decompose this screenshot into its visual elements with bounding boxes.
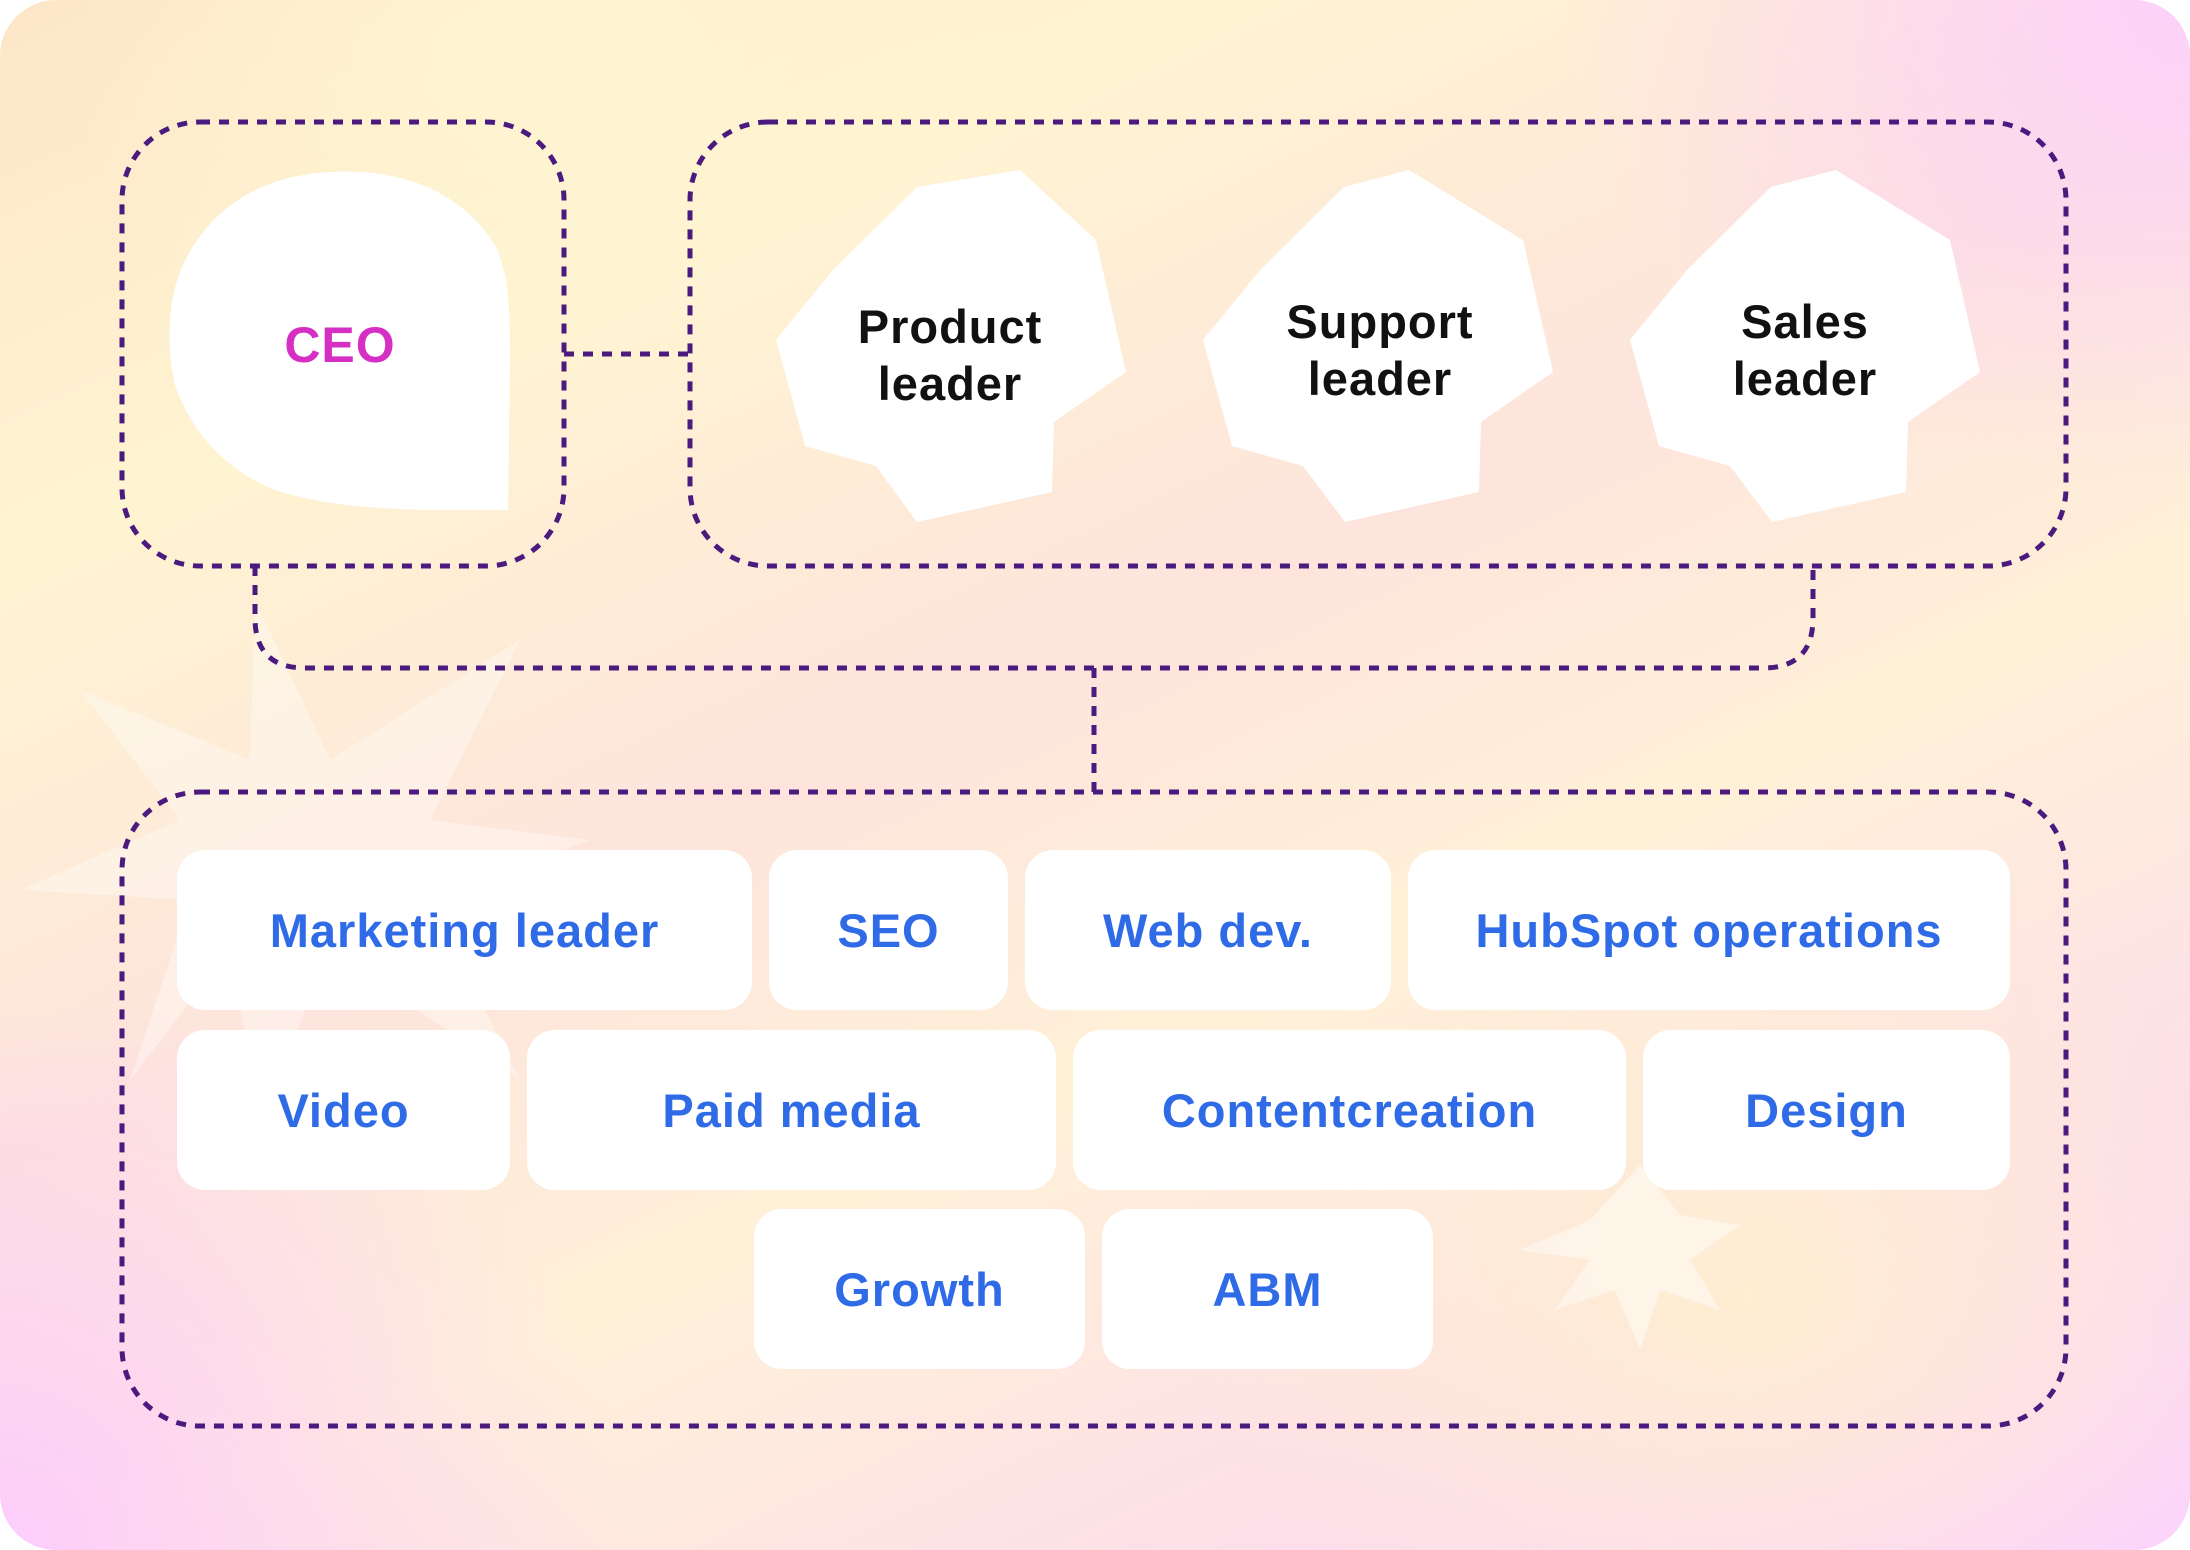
team-card-abm: ABM bbox=[1102, 1209, 1433, 1369]
support-leader-starburst bbox=[1203, 170, 1553, 522]
ceo-blob bbox=[169, 171, 511, 510]
team-card-marketing-leader: Marketing leader bbox=[177, 850, 752, 1010]
team-card-design: Design bbox=[1643, 1030, 2010, 1190]
sales-leader-starburst bbox=[1630, 170, 1980, 522]
team-card-seo: SEO bbox=[769, 850, 1008, 1010]
ceo-group-frame bbox=[119, 119, 567, 569]
team-card-hubspot-operations: HubSpot operations bbox=[1408, 850, 2010, 1010]
team-card-video: Video bbox=[177, 1030, 510, 1190]
ceo-label: CEO bbox=[284, 317, 396, 373]
team-card-growth: Growth bbox=[754, 1209, 1085, 1369]
team-card-web-dev: Web dev. bbox=[1025, 850, 1391, 1010]
background-starburst-small bbox=[1520, 1165, 1740, 1350]
team-card-contentcreation: Contentcreation bbox=[1073, 1030, 1626, 1190]
top-groups-bracket-connector bbox=[252, 566, 1816, 671]
team-card-paid-media: Paid media bbox=[527, 1030, 1056, 1190]
leaders-group-frame bbox=[687, 119, 2069, 569]
product-leader-starburst bbox=[776, 170, 1126, 522]
